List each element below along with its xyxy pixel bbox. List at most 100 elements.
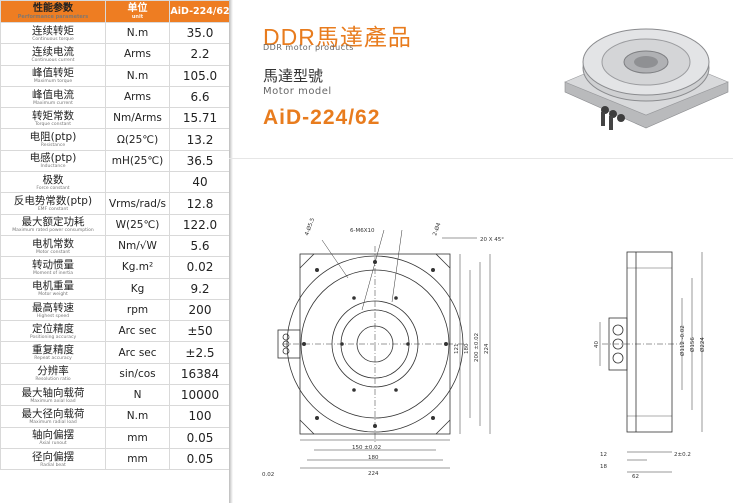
param-unit: N	[105, 384, 170, 407]
param-value: 2.2	[169, 43, 231, 66]
param-unit: Nm/Arms	[105, 107, 170, 130]
bolt-holes	[302, 260, 448, 428]
dim-w224: 224	[368, 471, 379, 477]
param-name: 电感(ptp)Inductance	[0, 149, 106, 173]
dim-hole-note: 6-M6X10	[350, 228, 375, 234]
param-value: 13.2	[169, 128, 231, 151]
param-unit: N.m	[105, 21, 170, 45]
param-unit: rpm	[105, 298, 170, 322]
param-value: 100	[169, 405, 231, 428]
param-value: 9.2	[169, 277, 231, 300]
param-value: 0.05	[169, 447, 231, 471]
param-unit: sin/cos	[105, 362, 170, 386]
side-dimensions: Ø112 -0.02 Ø156 Ø224 40 2±0.2 12 18 62	[594, 325, 706, 480]
param-unit: Arms	[105, 43, 170, 66]
dim-flat: 0.02	[262, 472, 274, 478]
section-divider	[229, 158, 733, 159]
param-unit: Ω(25℃)	[105, 128, 170, 151]
dim-top1: 4-Ø5.5	[303, 218, 316, 237]
param-value: 12.8	[169, 192, 231, 215]
model-value: AiD-224/62	[263, 106, 381, 129]
dim-d112: Ø112 -0.02	[679, 325, 686, 356]
model-label-en: Motor model	[263, 86, 332, 97]
param-unit	[105, 171, 170, 194]
param-unit: Nm/√W	[105, 234, 170, 258]
param-name: 电阻(ptp)Resistance	[0, 128, 106, 151]
param-value: ±50	[169, 320, 231, 343]
side-outline	[626, 251, 673, 433]
param-value: 200	[169, 298, 231, 322]
dim-w180: 180	[368, 455, 379, 461]
param-value: 6.6	[169, 85, 231, 109]
param-value: 16384	[169, 362, 231, 386]
side-view	[599, 251, 703, 473]
param-unit: Arc sec	[105, 341, 170, 364]
model-label: 馬達型號	[263, 67, 324, 85]
param-unit: Arms	[105, 85, 170, 109]
dim-chamfer: 20 X 45°	[480, 237, 504, 243]
param-unit: mH(25℃)	[105, 149, 170, 173]
front-view	[277, 229, 491, 469]
param-value: 0.02	[169, 256, 231, 279]
dim-w150: 150 ±0.02	[352, 445, 381, 451]
dim-t12: 12	[600, 452, 607, 458]
param-value: 10000	[169, 384, 231, 407]
param-unit: mm	[105, 447, 170, 471]
param-unit: N.m	[105, 405, 170, 428]
technical-drawing: 6-M6X10 20 X 45° 4-Ø5.5 2-Ø4 150 ±0.02 1…	[262, 218, 706, 480]
panel-divider-shadow	[229, 0, 233, 503]
dim-h200: 200 ±0.02	[474, 333, 480, 362]
dim-d224: Ø224	[699, 337, 706, 352]
dim-h121: 121	[454, 344, 460, 355]
param-value: 35.0	[169, 21, 231, 45]
param-value: 40	[169, 171, 231, 194]
dim-h180: 180	[464, 343, 470, 354]
param-value: 0.05	[169, 426, 231, 449]
motor-product-image	[564, 28, 729, 130]
param-value: ±2.5	[169, 341, 231, 364]
param-value: 5.6	[169, 234, 231, 258]
param-value: 36.5	[169, 149, 231, 173]
brand-subtitle: DDR motor products	[263, 43, 354, 52]
dim-t18: 18	[600, 464, 607, 470]
header-model: AiD-224/62	[169, 0, 231, 23]
